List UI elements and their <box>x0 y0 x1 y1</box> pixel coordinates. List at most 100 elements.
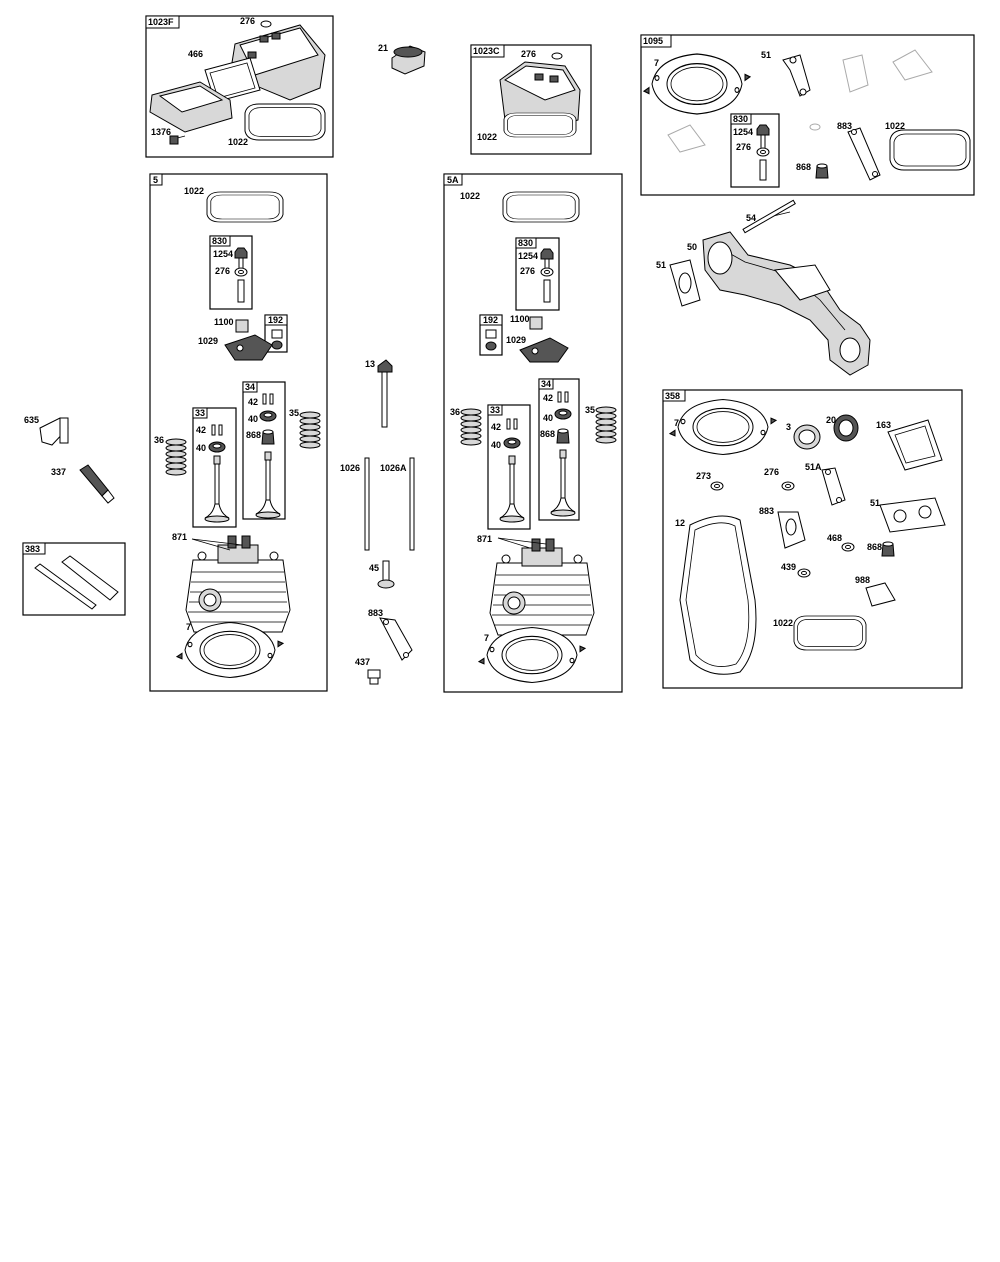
box-label-1095: 1095 <box>643 36 663 46</box>
valve-icon <box>255 451 281 519</box>
box-label-830: 830 <box>212 236 227 246</box>
valve-seal-icon <box>261 429 275 445</box>
cylinder-head-icon <box>185 535 291 633</box>
spring-retainer-icon <box>503 437 521 449</box>
label-36: 36 <box>450 407 460 417</box>
label-871: 871 <box>477 534 492 544</box>
label-51: 51 <box>761 50 771 60</box>
label-40: 40 <box>491 440 501 450</box>
label-1022: 1022 <box>477 132 497 142</box>
label-7: 7 <box>674 418 679 428</box>
label-1254: 1254 <box>733 127 753 137</box>
gasket-1022-icon <box>244 103 326 141</box>
washer-icon <box>781 481 795 491</box>
box-label-1023C: 1023C <box>473 46 500 56</box>
center-parts: 13 1026 1026A 45 883 437 <box>340 359 415 685</box>
label-1022: 1022 <box>460 191 480 201</box>
label-988: 988 <box>855 575 870 585</box>
bolt-icon <box>756 124 770 150</box>
box-label-830: 830 <box>733 114 748 124</box>
label-51A: 51A <box>805 462 822 472</box>
valve-spring-icon <box>460 408 482 446</box>
label-7: 7 <box>654 58 659 68</box>
label-437: 437 <box>355 657 370 667</box>
box-label-33: 33 <box>490 405 500 415</box>
label-276: 276 <box>736 142 751 152</box>
head-gasket-icon <box>669 398 777 456</box>
label-40: 40 <box>248 414 258 424</box>
cylinder-head-icon <box>489 538 595 636</box>
label-35: 35 <box>289 408 299 418</box>
label-1254: 1254 <box>213 249 233 259</box>
box-label-358: 358 <box>665 391 680 401</box>
manifold-assembly: 54 50 51 <box>656 199 871 376</box>
label-51: 51 <box>656 260 666 270</box>
washer-icon <box>841 542 855 552</box>
label-163: 163 <box>876 420 891 430</box>
gasket-1022-icon <box>502 191 580 223</box>
label-42: 42 <box>248 397 258 407</box>
washer-icon <box>540 267 554 277</box>
label-36: 36 <box>154 435 164 445</box>
group-5: 5 1022 830 1254 276 1100 192 1029 34 42 … <box>149 173 328 692</box>
label-871: 871 <box>172 532 187 542</box>
label-40: 40 <box>543 413 553 423</box>
label-868: 868 <box>796 162 811 172</box>
valve-keeper-icon <box>557 391 569 403</box>
label-50: 50 <box>687 242 697 252</box>
label-883: 883 <box>837 121 852 131</box>
valve-spring-icon <box>299 411 321 449</box>
box-label-34: 34 <box>541 379 551 389</box>
label-35: 35 <box>585 405 595 415</box>
label-276: 276 <box>520 266 535 276</box>
label-12: 12 <box>675 518 685 528</box>
label-1022: 1022 <box>184 186 204 196</box>
valve-icon <box>550 449 576 517</box>
box-label-33: 33 <box>195 408 205 418</box>
valve-icon <box>499 455 525 523</box>
spring-retainer-icon <box>259 410 277 422</box>
gasket-1022-icon <box>206 191 284 223</box>
group-1023F: 1023F 276 466 1376 1022 <box>145 15 334 158</box>
valve-keeper-icon <box>211 424 223 436</box>
box-label-1023F: 1023F <box>148 17 174 27</box>
spring-retainer-icon <box>208 441 226 453</box>
label-7: 7 <box>186 622 191 632</box>
part-21: 21 <box>378 43 426 75</box>
label-21: 21 <box>378 43 388 53</box>
valve-keeper-icon <box>506 418 518 430</box>
group-1095: 1095 7 51 830 1254 276 883 1022 868 <box>640 34 975 196</box>
label-883: 883 <box>759 506 774 516</box>
label-7: 7 <box>484 633 489 643</box>
group-1023C: 1023C 276 1022 <box>470 44 592 155</box>
group-358: 358 7 3 20 163 273 276 51A 12 883 51 468… <box>662 389 963 689</box>
group-383: 383 <box>22 542 126 616</box>
washer-icon <box>756 147 770 157</box>
box-label-383: 383 <box>25 544 40 554</box>
gasket-1022-icon <box>503 112 577 138</box>
box-label-192: 192 <box>268 315 283 325</box>
valve-icon <box>204 455 230 523</box>
washer-icon <box>234 267 248 277</box>
label-45: 45 <box>369 563 379 573</box>
label-1022: 1022 <box>773 618 793 628</box>
label-1376: 1376 <box>151 127 171 137</box>
label-635: 635 <box>24 415 39 425</box>
gasket-1022-icon <box>889 129 971 171</box>
valve-seal-icon <box>815 163 829 179</box>
spark-plug-parts: 635 337 <box>24 415 115 504</box>
valve-seal-icon <box>556 428 570 444</box>
valve-keeper-icon <box>262 393 274 405</box>
label-1029: 1029 <box>198 336 218 346</box>
valve-spring-icon <box>595 406 617 444</box>
box-label-5A: 5A <box>447 175 459 185</box>
label-466: 466 <box>188 49 203 59</box>
valve-spring-icon <box>165 438 187 476</box>
label-276: 276 <box>240 16 255 26</box>
label-883: 883 <box>368 608 383 618</box>
label-868: 868 <box>540 429 555 439</box>
label-276: 276 <box>764 467 779 477</box>
label-276: 276 <box>521 49 536 59</box>
label-468: 468 <box>827 533 842 543</box>
